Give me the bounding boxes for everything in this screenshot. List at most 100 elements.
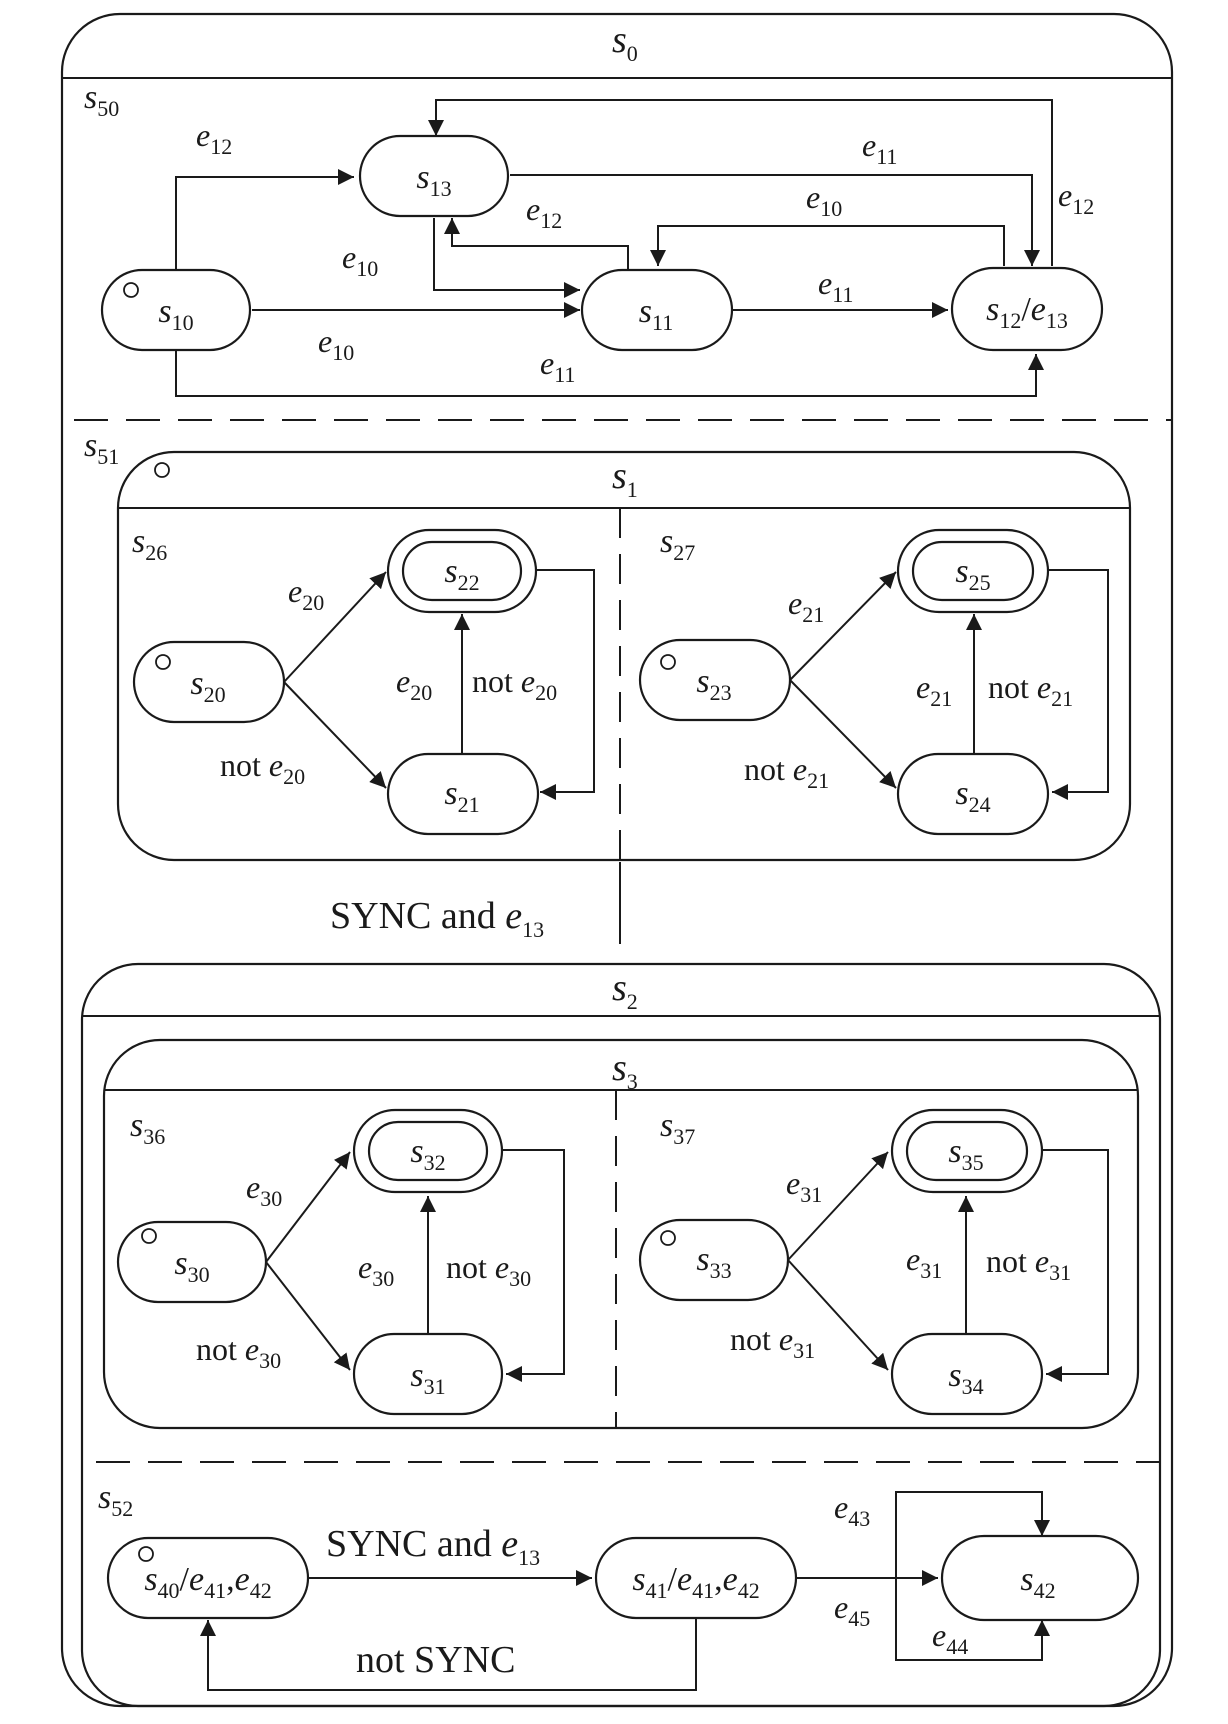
event-label-e10-a: e10	[342, 239, 378, 281]
event-label-e10-b: e10	[318, 323, 354, 365]
event-label-e20-a: e20	[288, 573, 324, 615]
transition-e43-s42	[895, 1491, 1050, 1578]
state-s21-label: s21	[444, 775, 479, 817]
event-label-e30-b: e30	[358, 1249, 394, 1291]
event-label-e10-c: e10	[806, 179, 842, 221]
event-label-not-e20-a: not e20	[472, 663, 557, 705]
event-label-not-e21-a: not e21	[988, 669, 1073, 711]
state-s10-label: s10	[158, 293, 193, 335]
state-s12	[950, 266, 1104, 352]
event-label-e21-b: e21	[916, 669, 952, 711]
event-label-e31-b: e31	[906, 1241, 942, 1283]
event-label-not-e30-b: not e30	[196, 1331, 281, 1373]
state-s23-label: s23	[696, 663, 731, 705]
event-label-e30-a: e30	[246, 1169, 282, 1211]
transition-s10-s12	[175, 350, 1044, 397]
state-s35-final-ring	[905, 1120, 1029, 1182]
transition-s13-s12	[510, 174, 1040, 266]
label-s27: s27	[660, 523, 695, 565]
transition-s13-s11	[433, 218, 580, 298]
transition-s20-s22	[283, 571, 387, 683]
state-s33-label: s33	[696, 1241, 731, 1283]
transition-label-sync-e13: SYNC and e13	[330, 895, 544, 942]
state-s25-final-ring	[911, 540, 1035, 602]
state-s33	[638, 1218, 790, 1302]
label-s3: s3	[612, 1047, 638, 1094]
state-s24-label: s24	[955, 775, 990, 817]
transition-s23-s24	[789, 679, 897, 789]
state-s42-label: s42	[1020, 1561, 1055, 1603]
state-s20	[132, 640, 286, 724]
transition-e44-s42	[895, 1578, 1050, 1661]
state-s13-label: s13	[416, 159, 451, 201]
event-label-not-e20-b: not e20	[220, 747, 305, 789]
state-s41-label: s41/e41,e42	[632, 1561, 759, 1603]
transition-s20-s21	[283, 681, 387, 789]
state-s10	[100, 268, 252, 352]
event-label-e45: e45	[834, 1589, 870, 1631]
state-s22-label: s22	[444, 553, 479, 595]
transition-s25-s24	[1048, 569, 1109, 800]
transition-s33-s34	[787, 1259, 889, 1371]
transition-s12-s11	[650, 225, 1005, 266]
state-s41	[594, 1536, 798, 1620]
frame-s3	[102, 1038, 1140, 1430]
state-s34	[890, 1332, 1044, 1416]
state-s25-label: s25	[955, 553, 990, 595]
state-s32-final-ring	[367, 1120, 489, 1182]
transition-s22-s21	[536, 569, 595, 800]
transition-s23-s25	[789, 571, 897, 681]
state-s12-label: s12/e13	[986, 291, 1068, 333]
initial-marker-s40	[138, 1546, 154, 1562]
state-s22-final-ring	[401, 540, 523, 602]
label-s37: s37	[660, 1107, 695, 1149]
transition-s30-s31	[265, 1261, 351, 1371]
event-label-e21-a: e21	[788, 585, 824, 627]
transition-s32-s31	[502, 1149, 565, 1382]
event-label-e43: e43	[834, 1489, 870, 1531]
frame-s2	[80, 962, 1162, 1708]
event-label-e12-c: e12	[1058, 177, 1094, 219]
state-s13	[358, 134, 510, 218]
state-s30	[116, 1220, 268, 1304]
state-s30-label: s30	[174, 1245, 209, 1287]
event-label-e31-a: e31	[786, 1165, 822, 1207]
transition-label-sync-e13-s52: SYNC and e13	[326, 1523, 540, 1570]
label-s51: s51	[84, 427, 119, 469]
state-s42	[940, 1534, 1140, 1622]
state-s31-label: s31	[410, 1357, 445, 1399]
event-label-e44: e44	[932, 1617, 968, 1659]
state-s11	[580, 268, 734, 352]
transition-s10-s13	[175, 169, 354, 278]
label-s1: s1	[612, 455, 638, 502]
label-s2: s2	[612, 967, 638, 1014]
event-label-e11-c: e11	[818, 265, 853, 307]
event-label-e11-b: e11	[862, 127, 897, 169]
state-s24	[896, 752, 1050, 836]
label-s52: s52	[98, 1479, 133, 1521]
transition-s12-s13	[428, 99, 1053, 266]
state-s40	[106, 1536, 310, 1620]
event-label-e11-a: e11	[540, 345, 575, 387]
transition-s33-s35	[787, 1151, 889, 1261]
initial-marker-s30	[141, 1228, 157, 1244]
region-s50: s50 s10 s13 s11 s12/e13 e12 e10 e10 e11 …	[84, 79, 1104, 397]
state-s21	[386, 752, 540, 836]
initial-marker-s1	[154, 462, 170, 478]
transition-label-not-sync: not SYNC	[356, 1639, 515, 1681]
state-s32-label: s32	[410, 1133, 445, 1175]
frame-s1	[116, 450, 1132, 862]
state-s40-label: s40/e41,e42	[144, 1561, 271, 1603]
initial-marker-s23	[660, 654, 676, 670]
state-s11-label: s11	[639, 293, 673, 335]
state-s31	[352, 1332, 504, 1416]
state-s34-label: s34	[948, 1357, 983, 1399]
event-label-not-e30-a: not e30	[446, 1249, 531, 1291]
event-label-e20-b: e20	[396, 663, 432, 705]
event-label-e12-b: e12	[526, 191, 562, 233]
initial-marker-s20	[155, 654, 171, 670]
region-s52: s52 s40/e41,e42 s41/e41,e42 s42 SYNC and…	[98, 1479, 1140, 1691]
state-s35-label: s35	[948, 1133, 983, 1175]
label-s26: s26	[132, 523, 167, 565]
